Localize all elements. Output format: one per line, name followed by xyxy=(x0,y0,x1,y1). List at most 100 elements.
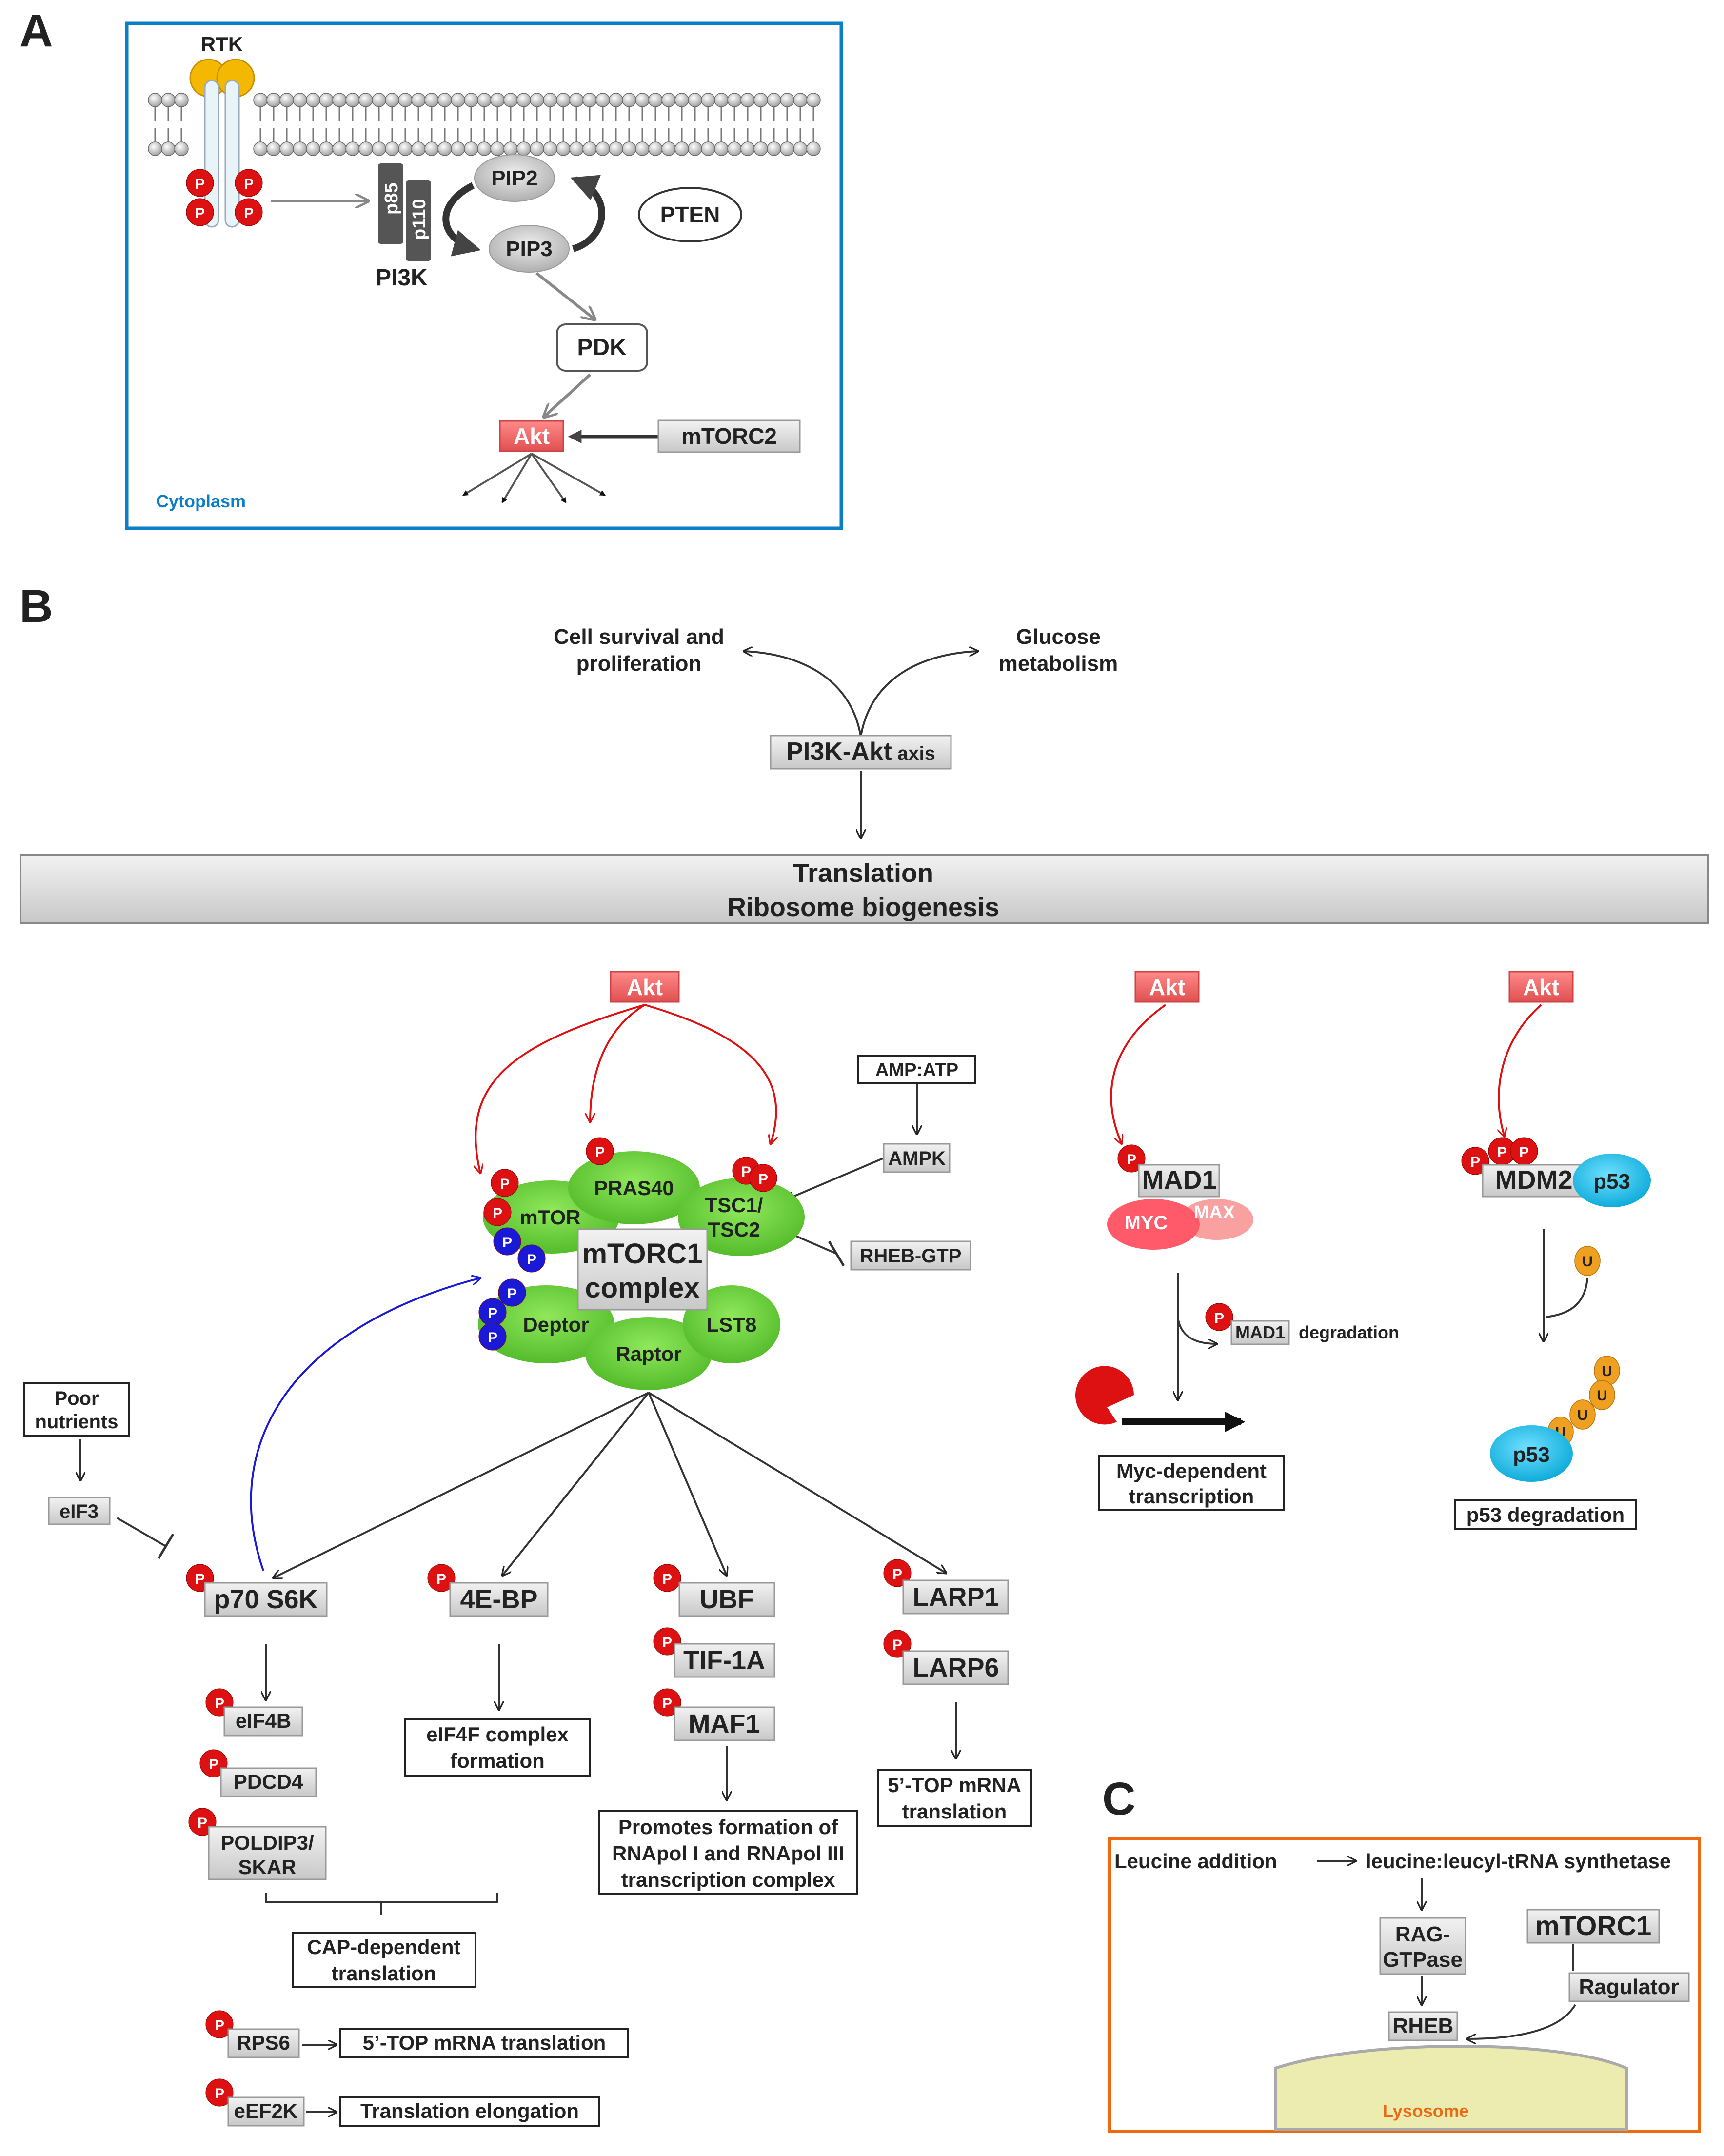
akt-node-b2 xyxy=(1134,971,1200,1003)
p53-degradation-label: p53 degradation xyxy=(1466,1503,1625,1526)
phospho-icon: P xyxy=(483,1198,512,1226)
poor-nutrients-label-2: nutrients xyxy=(35,1411,118,1433)
mad1-label: MAD1 xyxy=(1142,1165,1216,1195)
maf1-label: MAF1 xyxy=(689,1709,760,1738)
rps6-label: RPS6 xyxy=(237,2031,290,2054)
svg-text:P: P xyxy=(215,1696,224,1712)
akt-label-b3: Akt xyxy=(1523,975,1559,1000)
pi3k-akt-axis-label: PI3K-Akt axis xyxy=(786,738,935,766)
mtor-label: mTOR xyxy=(519,1206,580,1229)
larp1-node xyxy=(902,1579,1009,1615)
panel-c-frame xyxy=(1108,1837,1701,2133)
phospho-icon: P xyxy=(1205,1303,1233,1331)
larp6-node xyxy=(902,1650,1009,1685)
akt-node-b1 xyxy=(610,971,680,1003)
glucose-label-1: Glucose xyxy=(1016,625,1101,649)
svg-text:P: P xyxy=(595,1144,605,1160)
pi3k-label: PI3K xyxy=(376,265,428,291)
phospho-icon: P xyxy=(491,1169,519,1197)
p110-label: p110 xyxy=(409,199,430,240)
ubiquitin-icon: U xyxy=(1589,1380,1615,1410)
tsc-inhibits-rheb-bar xyxy=(828,1240,845,1267)
mtorc2-node xyxy=(657,419,801,453)
phospho-icon: P xyxy=(493,1227,521,1256)
lysosome-label: Lysosome xyxy=(1383,2101,1469,2121)
eif4f-box xyxy=(404,1718,591,1777)
svg-text:P: P xyxy=(1214,1310,1224,1326)
tsc1-label: TSC1/ xyxy=(705,1194,763,1217)
ubf-node xyxy=(678,1582,775,1617)
p53-degraded-blob xyxy=(1490,1425,1573,1482)
pi3k-akt-axis-node xyxy=(770,735,952,770)
phospho-icon: P xyxy=(586,1137,614,1165)
svg-text:P: P xyxy=(195,176,205,192)
ragulator-label: Ragulator xyxy=(1579,1975,1679,1999)
phospho-icon: P xyxy=(1510,1137,1538,1165)
svg-text:P: P xyxy=(488,1305,497,1321)
ubiquitin-icon: U xyxy=(1569,1399,1596,1430)
ampk-to-tsc-arrow xyxy=(785,1158,883,1200)
akt-to-mtorc1-arrows xyxy=(476,1004,776,1173)
larp6-label: LARP6 xyxy=(912,1653,999,1682)
poldip3-node xyxy=(208,1826,327,1880)
phospho-icon: P xyxy=(653,1564,681,1592)
ubf-label: UBF xyxy=(700,1585,754,1614)
ampk-label: AMPK xyxy=(888,1148,946,1169)
pdcd4-label: PDCD4 xyxy=(234,1770,303,1793)
akt-node-a xyxy=(499,420,564,452)
pip3-to-pdk-arrow xyxy=(535,272,595,319)
cap-box xyxy=(292,1932,476,1988)
deptor-label: Deptor xyxy=(523,1313,589,1336)
pdk-node xyxy=(556,323,648,372)
poldip3-label-2: SKAR xyxy=(238,1856,296,1878)
translation-label: Translation xyxy=(793,858,933,888)
max-label: MAX xyxy=(1194,1202,1235,1223)
svg-text:P: P xyxy=(892,1637,902,1653)
mdm2-node xyxy=(1482,1164,1586,1198)
p85-subunit xyxy=(378,163,403,244)
phospho-icon: P xyxy=(427,1564,456,1592)
eif3-label: eIF3 xyxy=(59,1501,99,1522)
rnapol-label-1: Promotes formation of xyxy=(618,1816,838,1838)
eef2k-out-box xyxy=(339,2096,600,2127)
pdcd4-node xyxy=(220,1767,317,1797)
cytoplasm-label: Cytoplasm xyxy=(156,491,246,511)
rag-label-2: GTPase xyxy=(1383,1948,1463,1972)
cell-survival-label-1: Cell survival and xyxy=(554,625,724,649)
p53-blob xyxy=(1573,1154,1651,1207)
rheb-gtp-label: RHEB-GTP xyxy=(860,1245,962,1267)
svg-text:P: P xyxy=(493,1205,502,1221)
svg-text:P: P xyxy=(215,2086,224,2102)
pip2-label: PIP2 xyxy=(491,166,537,190)
phospho-icon: P xyxy=(186,198,214,226)
svg-text:P: P xyxy=(1470,1154,1480,1170)
poor-nutrients-label-1: Poor xyxy=(54,1388,99,1409)
rps6-node xyxy=(227,2028,300,2058)
pdk-to-akt-arrow xyxy=(544,373,592,417)
p110-subunit xyxy=(406,180,431,261)
p53-degradation-box xyxy=(1454,1499,1637,1530)
downstream-lower-arrows xyxy=(266,1644,956,1800)
top-mrna-label-1: 5’-TOP mRNA xyxy=(888,1774,1021,1797)
ubiquitin-merge-line xyxy=(1546,1278,1588,1318)
svg-text:P: P xyxy=(527,1252,536,1268)
svg-text:U: U xyxy=(1597,1388,1607,1404)
mdm2-label: MDM2 xyxy=(1495,1165,1573,1195)
s6k-feedback-arrow xyxy=(250,1278,480,1571)
mad1-degradation-arrow xyxy=(1177,1317,1217,1344)
svg-text:P: P xyxy=(662,1571,672,1587)
p70s6k-node xyxy=(204,1582,328,1617)
svg-text:P: P xyxy=(244,176,254,192)
tif1a-node xyxy=(674,1643,775,1678)
tsc2-label: TSC2 xyxy=(708,1218,760,1241)
ragulator-node xyxy=(1568,1972,1690,2002)
pten-label: PTEN xyxy=(660,202,720,227)
rnapol-label-2: RNApol I and RNApol III xyxy=(612,1842,844,1865)
eef2k-node xyxy=(227,2096,305,2127)
mad1-node xyxy=(1138,1164,1220,1198)
top-mrna-box xyxy=(877,1769,1032,1827)
mtorc2-label: mTORC2 xyxy=(681,423,777,449)
